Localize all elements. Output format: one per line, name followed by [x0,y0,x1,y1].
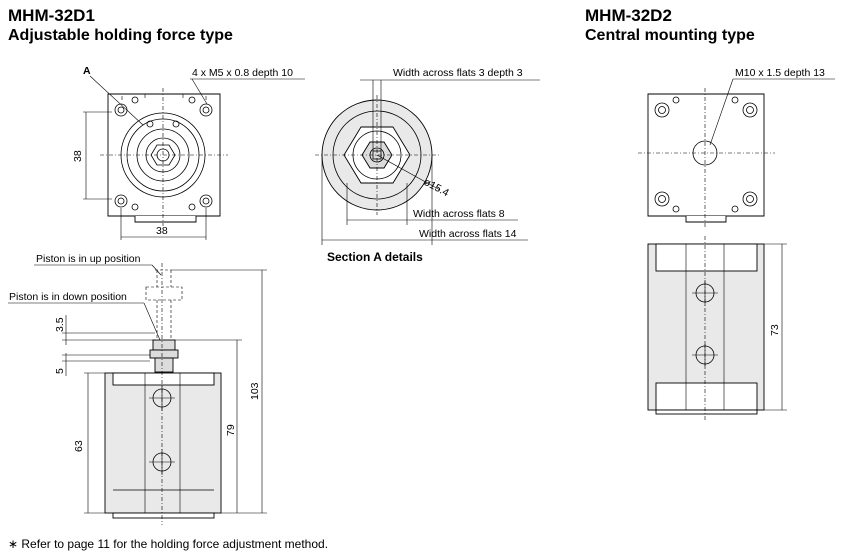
dim-width-top: 38 [156,225,168,237]
model-title-d2: MHM-32D2 [585,6,672,25]
model-title-d1: MHM-32D1 [8,6,95,25]
flats8-note: Width across flats 8 [413,208,505,220]
d2-side-view: 73 [647,236,787,420]
section-title: Section A details [327,250,423,264]
section-a-view: Width across flats 3 depth 3 ø15.4 Width… [315,67,540,264]
dim-103: 103 [249,382,261,400]
dim-5: 5 [54,368,66,374]
dim-79: 79 [225,424,237,436]
piston-up-label: Piston is in up position [36,253,141,265]
dim-3-5: 3.5 [54,317,66,332]
flats14-note: Width across flats 14 [419,228,517,240]
dim-height-top: 38 [72,150,84,162]
subtitle-d1: Adjustable holding force type [8,27,233,44]
dim-63: 63 [73,440,85,452]
subtitle-d2: Central mounting type [585,27,755,44]
dim-73: 73 [769,324,781,336]
callout-a-label: A [83,65,91,77]
dia-label: ø15.4 [422,176,451,199]
footnote: ∗ Refer to page 11 for the holding force… [8,537,329,551]
d2-top-view: M10 x 1.5 depth 13 [638,67,835,228]
d1-top-view: A 4 x M5 x 0.8 depth 10 38 38 [72,65,305,240]
thread-note: M10 x 1.5 depth 13 [735,67,825,79]
flats3-note: Width across flats 3 depth 3 [393,67,523,79]
holes-note: 4 x M5 x 0.8 depth 10 [192,67,293,79]
d1-side-view: Piston is in up position Piston is in do… [8,253,267,525]
piston-down-label: Piston is in down position [9,291,127,303]
